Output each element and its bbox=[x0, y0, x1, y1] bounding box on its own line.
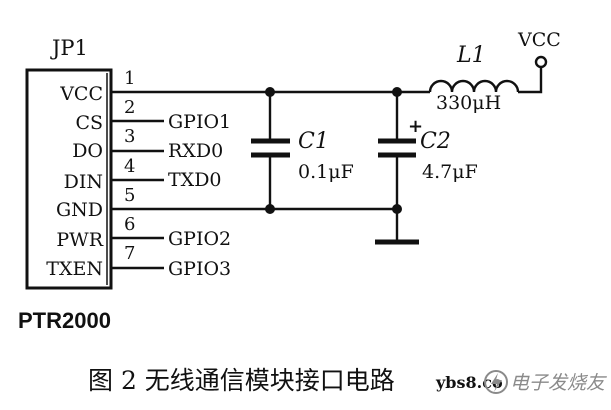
junction-dot bbox=[392, 204, 402, 214]
inductor-l1-coil bbox=[428, 79, 520, 93]
net-label-gpio1: GPIO1 bbox=[168, 111, 231, 133]
junction-dot bbox=[265, 87, 275, 97]
c2-value-label: 4.7μF bbox=[422, 161, 478, 183]
pin-number-3: 3 bbox=[124, 126, 135, 147]
net-label-gpio2: GPIO2 bbox=[168, 228, 231, 250]
pin-name-pwr: PWR bbox=[56, 229, 103, 251]
capacitor-c2 bbox=[378, 87, 416, 242]
net-label-txd0: TXD0 bbox=[168, 169, 222, 191]
watermark-backdrop bbox=[422, 364, 611, 404]
net-label-rxd0: RXD0 bbox=[168, 140, 223, 162]
c1-value-label: 0.1μF bbox=[298, 161, 354, 183]
pin-name-cs: CS bbox=[75, 112, 103, 134]
pin-name-gnd: GND bbox=[56, 199, 103, 221]
chip-ref-label: JP1 bbox=[50, 36, 88, 60]
c2-ref-label: C2 bbox=[420, 129, 451, 154]
capacitor-c1 bbox=[251, 87, 290, 214]
vcc-supply-label: VCC bbox=[517, 29, 561, 51]
vcc-terminal-icon bbox=[534, 55, 548, 69]
pin-names: VCC CS DO DIN GND PWR TXEN bbox=[46, 83, 103, 280]
pin-name-vcc: VCC bbox=[59, 83, 103, 105]
net-label-gpio3: GPIO3 bbox=[168, 258, 231, 280]
net-labels: GPIO1 RXD0 TXD0 GPIO2 GPIO3 bbox=[168, 111, 231, 280]
c2-polarity-mark: + bbox=[408, 116, 423, 137]
pin-name-txen: TXEN bbox=[46, 258, 103, 280]
pin-name-do: DO bbox=[72, 140, 103, 162]
watermark: ybs8.co 电子发烧友 bbox=[435, 370, 607, 394]
l1-value-label: 330μH bbox=[436, 92, 501, 114]
pin-number-5: 5 bbox=[124, 185, 135, 206]
lightning-logo-icon bbox=[484, 370, 508, 394]
pin-number-2: 2 bbox=[124, 97, 135, 118]
l1-ref-label: L1 bbox=[456, 43, 486, 68]
pin-name-din: DIN bbox=[64, 171, 103, 193]
watermark-brand-text: 电子发烧友 bbox=[510, 372, 607, 394]
pin-number-1: 1 bbox=[124, 68, 135, 89]
junction-dot bbox=[265, 204, 275, 214]
pin-numbers: 1 2 3 4 5 6 7 bbox=[124, 68, 135, 264]
vcc-terminal-wire bbox=[518, 66, 543, 94]
junction-dot bbox=[392, 87, 402, 97]
pin-number-6: 6 bbox=[124, 214, 135, 235]
chip-part-label: PTR2000 bbox=[18, 308, 111, 333]
pin-number-7: 7 bbox=[124, 243, 135, 264]
pin-number-4: 4 bbox=[124, 156, 135, 177]
c1-ref-label: C1 bbox=[298, 129, 329, 154]
signal-leads bbox=[111, 119, 164, 270]
figure-caption: 图 2 无线通信模块接口电路 bbox=[88, 366, 395, 395]
